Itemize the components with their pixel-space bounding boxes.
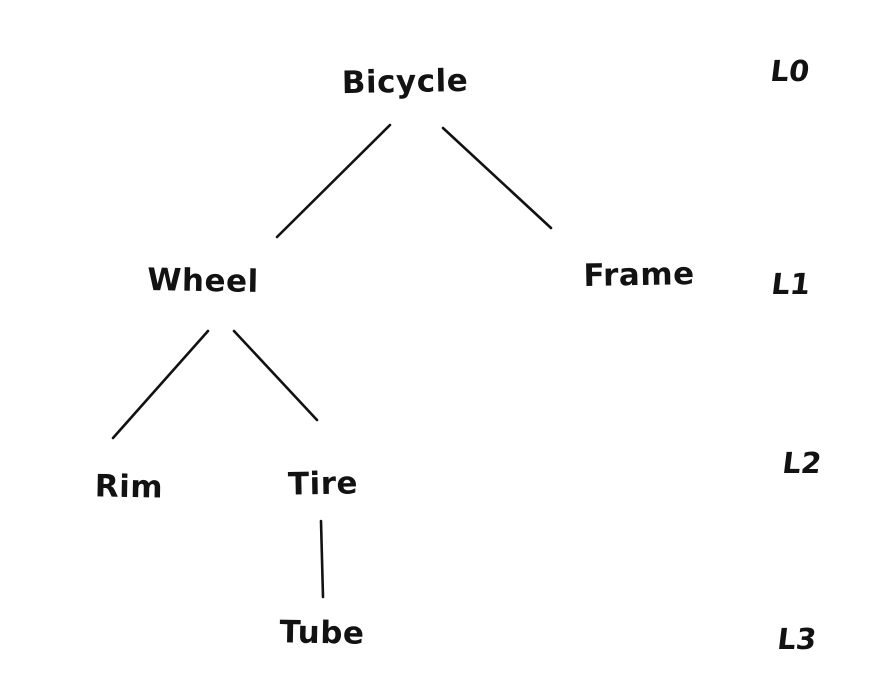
edge-wheel-rim bbox=[111, 329, 210, 440]
node-frame: Frame bbox=[583, 256, 695, 294]
node-bicycle: Bicycle bbox=[341, 62, 469, 102]
node-rim: Rim bbox=[94, 468, 164, 506]
edge-wheel-tire bbox=[232, 329, 319, 422]
edge-bicycle-frame bbox=[441, 126, 553, 230]
level-label-L2: L2 bbox=[780, 446, 824, 480]
node-tire: Tire bbox=[287, 465, 359, 503]
level-label-L1: L1 bbox=[769, 267, 813, 301]
level-label-L3: L3 bbox=[775, 622, 819, 656]
node-wheel: Wheel bbox=[146, 262, 260, 300]
edge-tire-tube bbox=[319, 519, 325, 599]
node-tube: Tube bbox=[279, 614, 365, 652]
level-label-L0: L0 bbox=[768, 54, 812, 88]
edge-bicycle-wheel bbox=[275, 123, 392, 239]
